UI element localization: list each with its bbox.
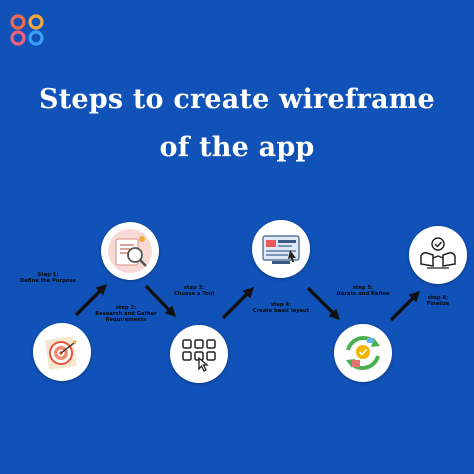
step-3-circle xyxy=(170,325,228,383)
step-3-number: step 3: xyxy=(183,285,205,291)
step-5-circle xyxy=(334,324,392,382)
iterate-cycle-icon xyxy=(346,336,380,370)
step-6-title: Finalize xyxy=(426,301,450,307)
step-1-title: Define the Purpose xyxy=(19,278,77,284)
target-icon xyxy=(45,336,77,370)
arrow-step5-to-step6 xyxy=(389,290,421,322)
headline-line-1: Steps to create wireframe xyxy=(39,84,435,115)
layout-icon xyxy=(262,235,300,264)
research-icon xyxy=(108,229,152,273)
step-5-number: step 5: xyxy=(352,285,374,291)
step-4-title: Create basic layout xyxy=(252,308,310,314)
step-2-title: Research and Gather Requirements xyxy=(95,311,157,323)
step-6-circle xyxy=(409,226,467,284)
handshake-check-icon xyxy=(420,237,456,269)
headline-line-2: of the app xyxy=(159,132,315,163)
step-6-number: step 6: xyxy=(427,295,449,301)
step-2-circle xyxy=(101,222,159,280)
step-4-circle xyxy=(252,220,310,278)
step-6-label: step 6: Finalize xyxy=(418,295,458,307)
step-3-label: step 3: Choose a Tool xyxy=(160,285,228,297)
step-1-circle xyxy=(33,323,91,381)
step-5-title: Iterate and Refine xyxy=(336,291,390,297)
step-5-label: step 5: Iterate and Refine xyxy=(330,285,396,297)
step-3-title: Choose a Tool xyxy=(173,291,215,297)
step-4-label: step 4: Create basic layout xyxy=(246,302,316,314)
step-2-label: step 2: Research and Gather Requirements xyxy=(90,305,162,323)
step-1-number: Step 1: xyxy=(37,272,59,278)
step-2-number: step 2: xyxy=(115,305,137,311)
four-rings-logo-icon xyxy=(10,14,44,46)
step-4-number: step 4: xyxy=(270,302,292,308)
keypad-tool-icon xyxy=(182,339,216,372)
step-1-label: Step 1: Define the Purpose xyxy=(18,272,78,284)
